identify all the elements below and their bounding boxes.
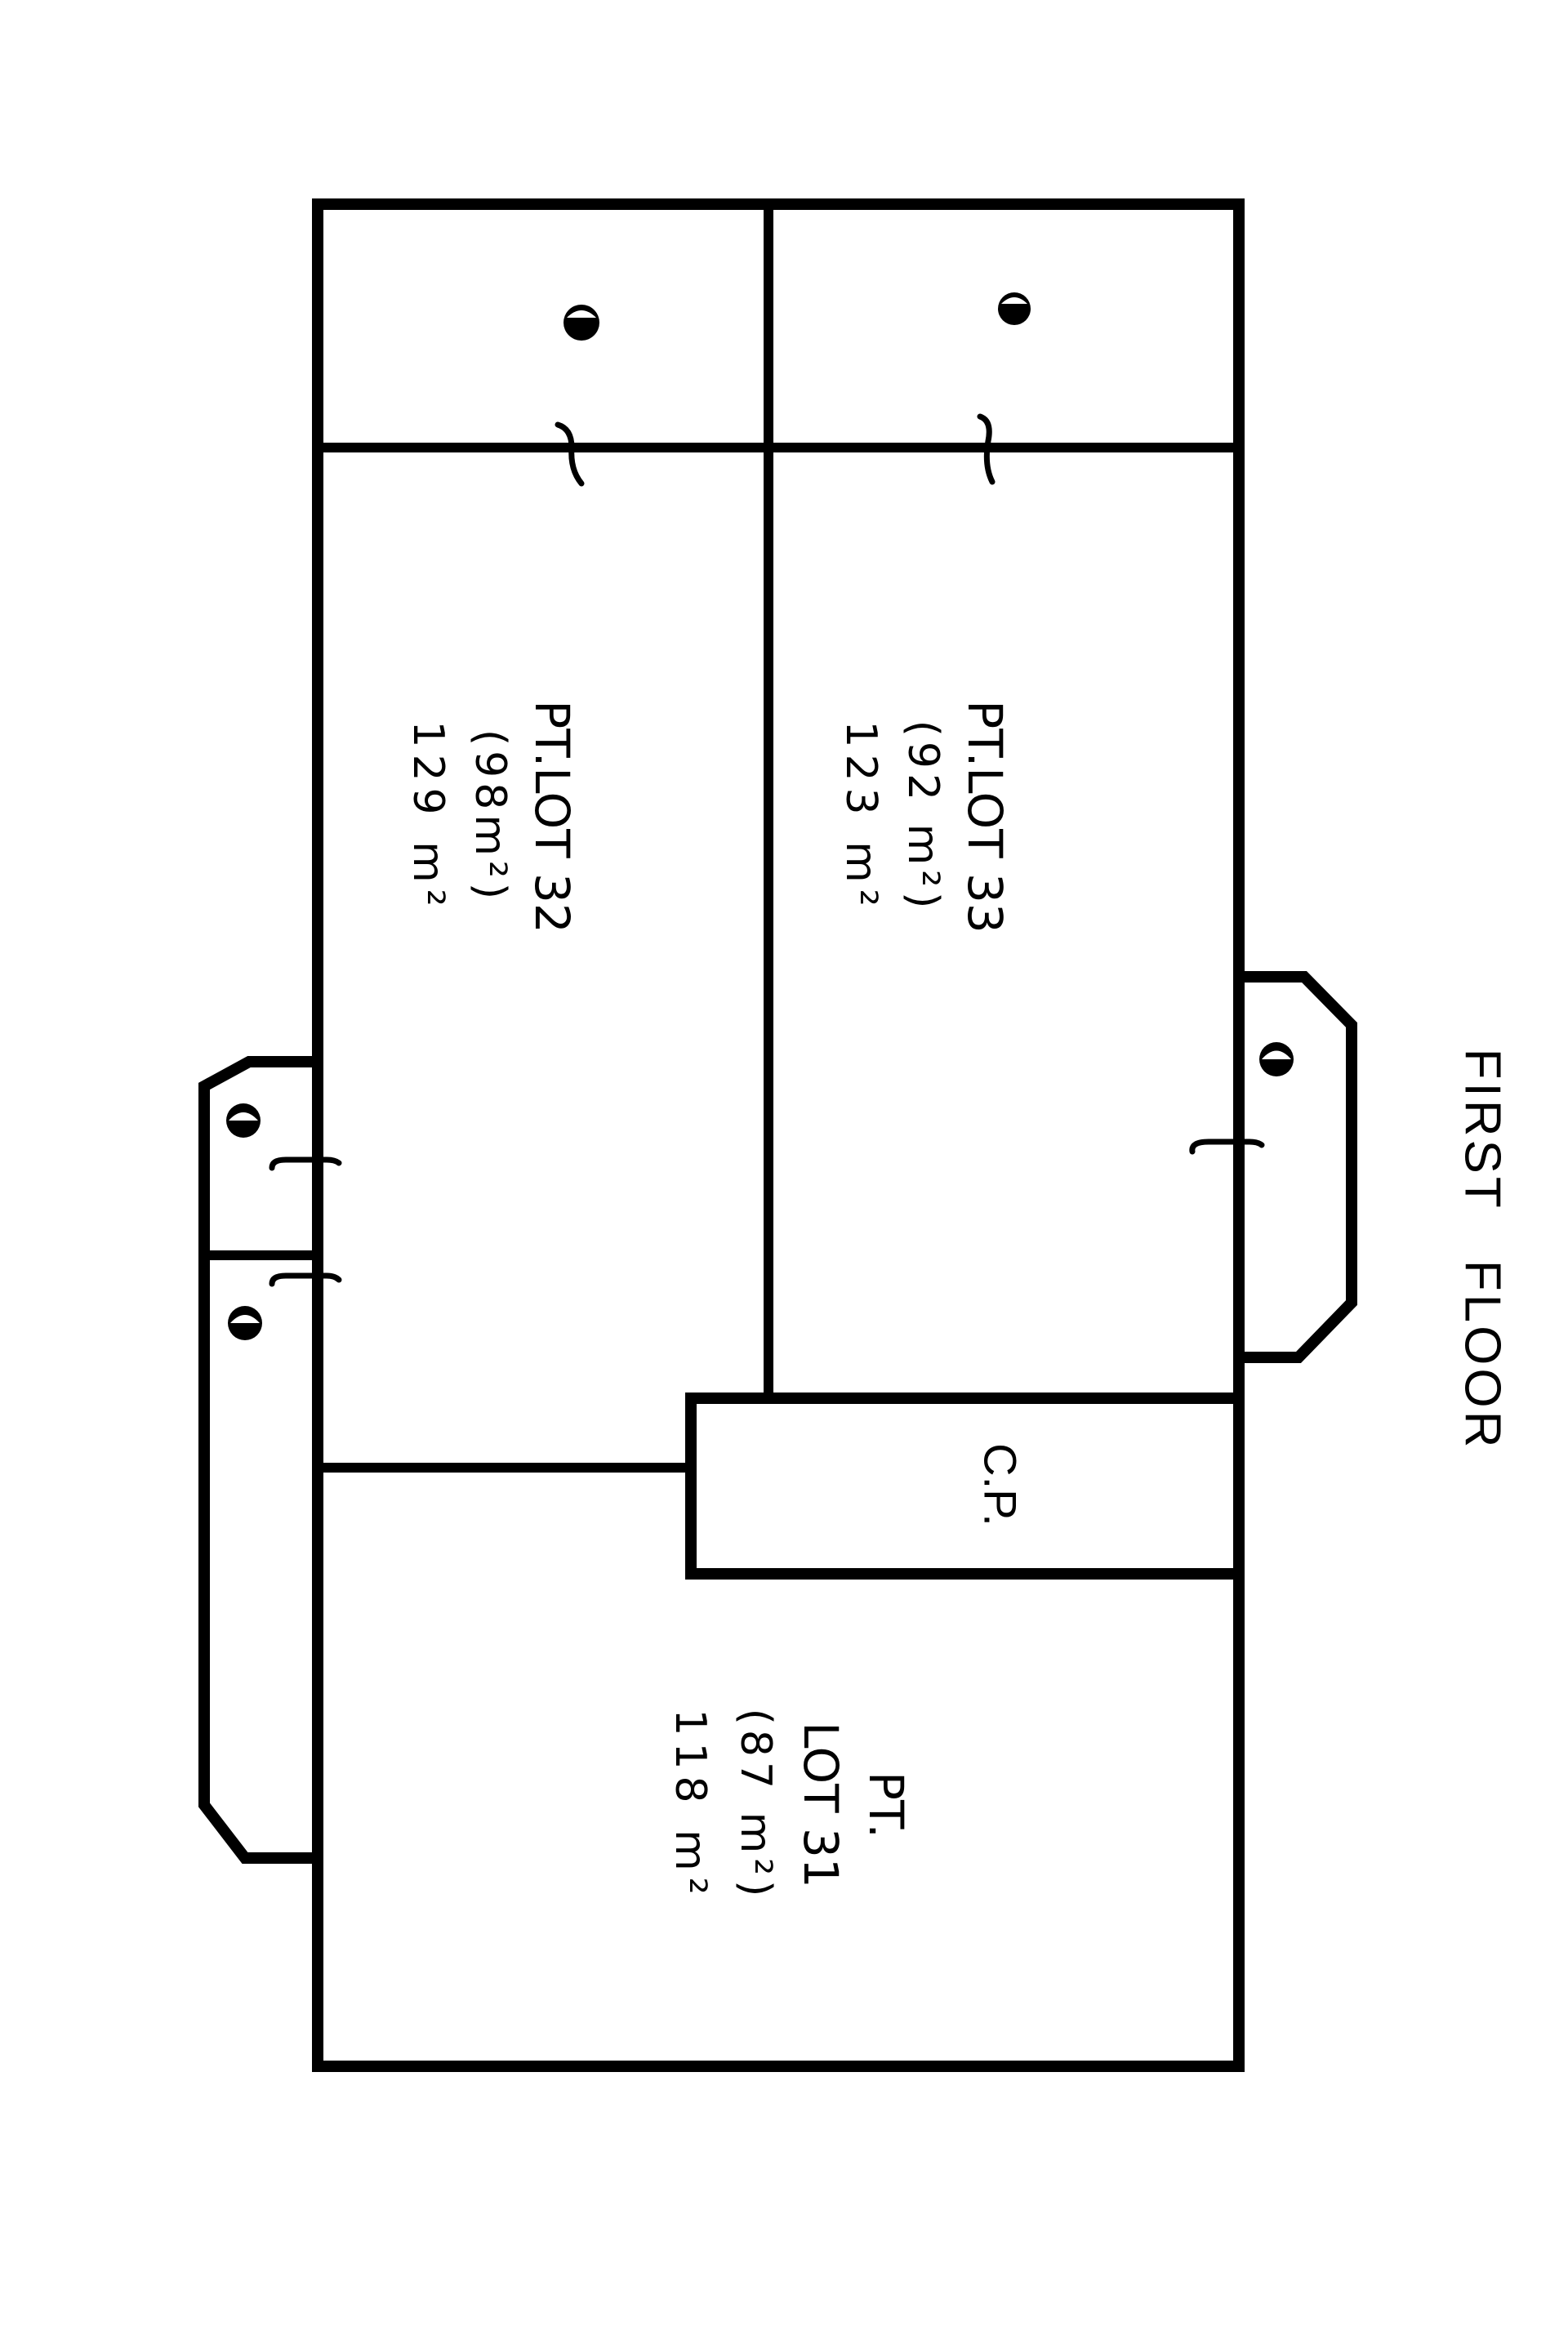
- lot-33-name: PT.LOT 33: [957, 700, 1013, 934]
- half-filled-circle-icon: [226, 1103, 261, 1138]
- door-swing-icon: [1189, 1139, 1265, 1155]
- door-swing-icon: [555, 421, 585, 487]
- lot-31-name-line1: PT.: [858, 1771, 914, 1838]
- lot-32-label: PT.LOT 32 (98m²) 129 m²: [397, 700, 583, 934]
- balcony-left: [198, 1056, 323, 1864]
- lot-32-area-total: 129 m²: [403, 720, 452, 913]
- lot-32-name: PT.LOT 32: [524, 700, 580, 934]
- door-swing-icon: [977, 413, 996, 485]
- door-swing-icon: [269, 1272, 342, 1287]
- lot-33-area-bracket: (92 m²): [898, 720, 947, 914]
- half-filled-circle-icon: [998, 292, 1031, 325]
- lot-32-area-bracket: (98m²): [466, 729, 514, 905]
- common-property-label: C.P.: [974, 1443, 1027, 1526]
- common-property-outline: [685, 1393, 1245, 1580]
- lot-33-area-total: 123 m²: [836, 720, 885, 913]
- lot-31-area-bracket: (87 m²): [731, 1708, 780, 1902]
- lot-31-area-total: 118 m²: [666, 1709, 715, 1901]
- half-filled-circle-icon: [228, 1306, 262, 1340]
- balcony-lot-33: [1233, 971, 1357, 1363]
- page-title: FIRST FLOOR: [1454, 1048, 1511, 1451]
- lot-31-label: PT. LOT 31 (87 m²) 118 m²: [657, 1709, 919, 1902]
- half-filled-circle-icon: [564, 305, 599, 341]
- half-filled-circle-icon: [1259, 1042, 1294, 1076]
- door-swing-icon: [269, 1156, 342, 1171]
- building-outline: [312, 198, 1245, 2072]
- lot-31-name-line2: LOT 31: [793, 1722, 849, 1888]
- lot-33-label: PT.LOT 33 (92 m²) 123 m²: [830, 700, 1016, 934]
